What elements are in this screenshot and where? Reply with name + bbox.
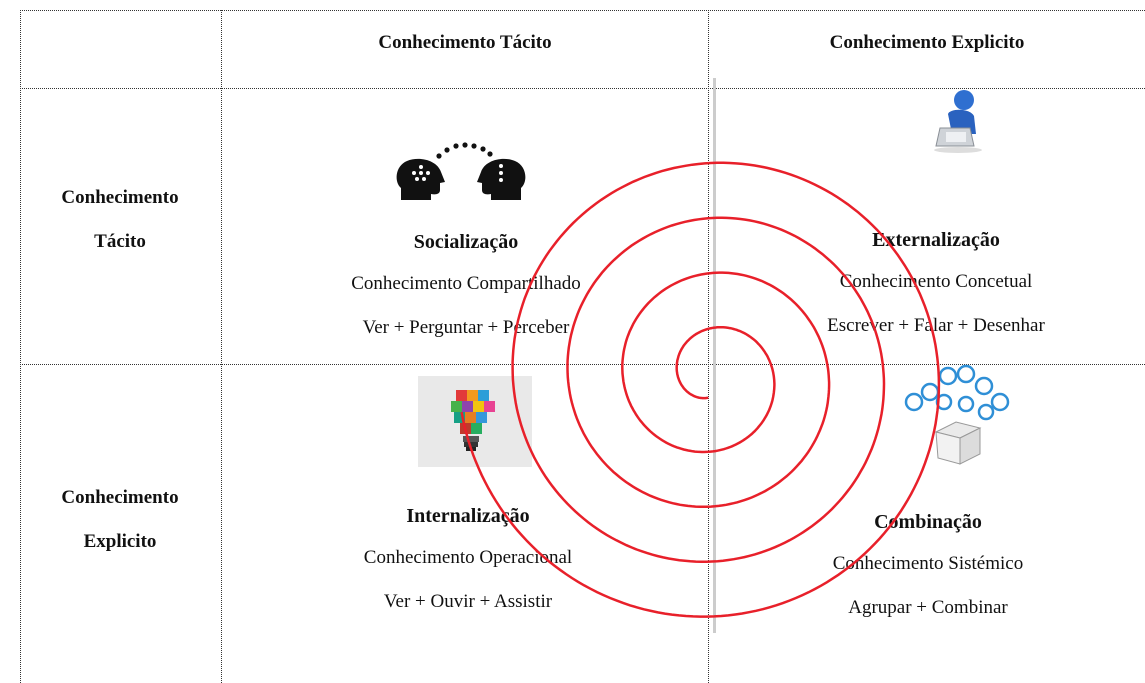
combinacao-actions: Agrupar + Combinar <box>848 597 1008 618</box>
row-header-tacit-line2: Tácito <box>94 231 146 252</box>
externalizacao-title: Externalização <box>872 229 1000 251</box>
row-header-tacit-line1: Conhecimento <box>61 187 179 208</box>
center-divider-line <box>713 78 716 633</box>
internalizacao-actions: Ver + Ouvir + Assistir <box>383 591 553 612</box>
row-header-explicit-line2: Explicito <box>83 531 157 552</box>
combinacao-title: Combinação <box>874 511 982 533</box>
row-header-explicit-line1: Conhecimento <box>61 487 179 508</box>
externalizacao-description: Conhecimento Concetual <box>839 271 1033 292</box>
grid-header-separator <box>20 88 1145 89</box>
socializacao-actions: Ver + Perguntar + Perceber <box>362 317 570 338</box>
cell-socializacao: Socialização Conhecimento Compartilhado … <box>266 222 666 350</box>
column-header-explicit: Conhecimento Explicito <box>829 32 1025 53</box>
cell-externalizacao: Externalização Conhecimento Concetual Es… <box>736 220 1136 348</box>
externalizacao-actions: Escrever + Falar + Desenhar <box>827 315 1045 336</box>
cell-internalizacao: Internalização Conhecimento Operacional … <box>268 496 668 624</box>
grid-left-border <box>20 10 21 683</box>
socializacao-description: Conhecimento Compartilhado <box>351 273 581 294</box>
person-at-laptop-icon <box>934 90 982 153</box>
bulbs-box-icon <box>904 364 1010 465</box>
grid-column-separator-1 <box>221 10 222 683</box>
grid-column-separator-2 <box>708 10 709 683</box>
socializacao-title: Socialização <box>413 231 519 253</box>
column-header-tacit: Conhecimento Tácito <box>378 32 552 53</box>
internalizacao-description: Conhecimento Operacional <box>363 547 573 568</box>
cell-combinacao: Combinação Conhecimento Sistémico Agrupa… <box>728 502 1128 630</box>
puzzle-lightbulb-icon <box>418 376 532 467</box>
two-heads-talking-icon <box>396 142 526 200</box>
internalizacao-title: Internalização <box>406 505 530 527</box>
combinacao-description: Conhecimento Sistémico <box>832 553 1024 574</box>
row-header-tacit: Conhecimento Tácito <box>20 176 220 264</box>
row-header-explicit: Conhecimento Explicito <box>20 476 220 564</box>
grid-top-border <box>20 10 1145 11</box>
